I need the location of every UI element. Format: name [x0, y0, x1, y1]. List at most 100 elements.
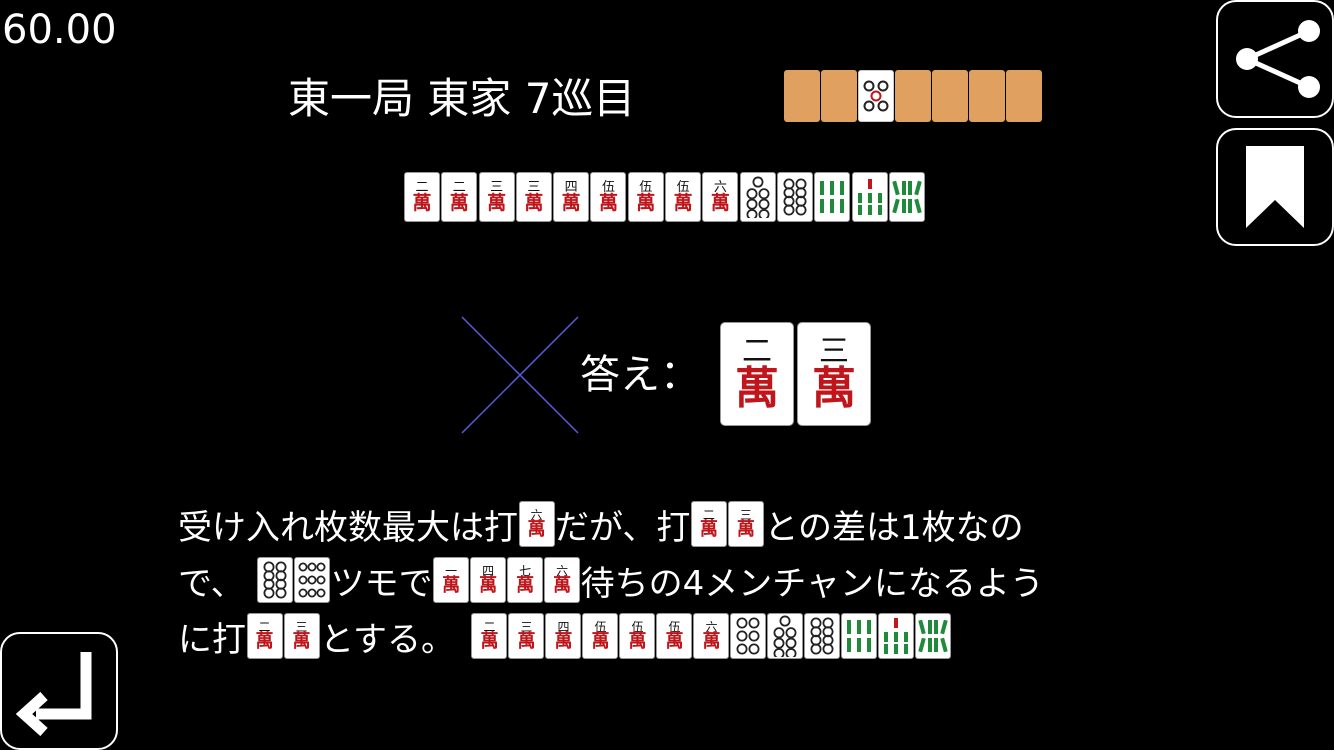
tile-back: [969, 70, 1005, 122]
tile-number: 六: [713, 180, 727, 195]
round-info: 東一局 東家 7巡目: [288, 74, 636, 123]
bamboo-icon: [857, 179, 882, 215]
tile-number: 三: [490, 180, 504, 195]
pin-8-tile: [776, 172, 813, 222]
man-tile: 三萬: [478, 172, 515, 222]
man-tile: 伍萬: [582, 613, 619, 659]
back-button[interactable]: [0, 632, 118, 750]
tile-suit: 萬: [487, 192, 507, 214]
tile-back: [1006, 70, 1042, 122]
tile-number: 四: [564, 180, 578, 195]
pin-8-tile: [804, 613, 841, 659]
tile-number: 二: [742, 334, 772, 369]
man-tile: 六萬: [702, 172, 739, 222]
tile-number: 伍: [601, 180, 615, 195]
tile-number: 三: [295, 620, 308, 634]
man-tile: 六萬: [693, 613, 730, 659]
tile-back: [932, 70, 968, 122]
bookmark-button[interactable]: [1216, 128, 1334, 246]
tile-number: 伍: [594, 620, 607, 634]
tile-suit: 萬: [412, 192, 432, 214]
tile-number: 伍: [639, 180, 653, 195]
man-tile: 伍萬: [627, 172, 664, 222]
timer: 60.00: [2, 7, 117, 53]
tile-suit: 萬: [517, 631, 536, 652]
man-tile: 三萬: [283, 613, 320, 659]
share-button[interactable]: [1216, 0, 1334, 118]
tile-number: 二: [415, 180, 429, 195]
pin-dots-icon: [298, 562, 326, 598]
tile-suit: 萬: [812, 363, 856, 414]
tile-back: [784, 70, 820, 122]
man-tile: 四萬: [470, 557, 507, 603]
man-tile: 三萬: [727, 501, 764, 547]
pin-dots-icon: [783, 178, 807, 216]
tile-suit: 萬: [292, 631, 311, 652]
tile-suit: 萬: [735, 363, 779, 414]
tile-suit: 萬: [527, 519, 546, 540]
man-tile: 二萬: [441, 172, 478, 222]
tile-number: 六: [705, 620, 718, 634]
return-arrow-icon: [15, 652, 92, 736]
bamboo-icon: [892, 180, 922, 214]
pin-9-tile: [294, 557, 331, 603]
tile-suit: 萬: [702, 631, 721, 652]
pin-8-tile: [257, 557, 294, 603]
man-tile: 二萬: [246, 613, 283, 659]
sou-6-tile: [841, 613, 878, 659]
man-tile: 四萬: [545, 613, 582, 659]
bamboo-icon: [847, 620, 872, 652]
tile-suit: 萬: [442, 575, 461, 596]
man-tile: 二萬: [690, 501, 727, 547]
man-tile: 七萬: [507, 557, 544, 603]
bamboo-icon: [884, 618, 909, 654]
tile-suit: 萬: [480, 631, 499, 652]
dora-tile: [858, 70, 894, 122]
tile-suit: 萬: [553, 575, 572, 596]
tile-suit: 萬: [479, 575, 498, 596]
tile-suit: 萬: [736, 519, 755, 540]
tile-number: 七: [519, 564, 532, 578]
man-tile: 伍萬: [590, 172, 627, 222]
pin-7-tile: [767, 613, 804, 659]
sou-8-tile: [915, 613, 952, 659]
tile-suit: 萬: [598, 192, 618, 214]
tile-number: 伍: [676, 180, 690, 195]
tile-suit: 萬: [591, 631, 610, 652]
pin-dots-icon: [810, 617, 834, 655]
explanation-line-1: 受け入れ枚数最大は打 六萬 だが、打 二萬 三萬 との差は1枚なの: [178, 496, 1168, 552]
tile-number: 四: [557, 620, 570, 634]
pin-dots-icon: [773, 615, 797, 657]
bookmark-icon: [1246, 146, 1304, 228]
dora-indicator: [784, 70, 1042, 122]
man-tile: 四萬: [553, 172, 590, 222]
man-tile: 二萬: [720, 322, 794, 426]
tile-number: 三: [739, 508, 752, 522]
man-tile: 三萬: [508, 613, 545, 659]
man-tile: 一萬: [433, 557, 470, 603]
tile-suit: 萬: [636, 192, 656, 214]
pin-dots-icon: [746, 176, 770, 218]
sou-7-tile: [878, 613, 915, 659]
tile-number: 二: [483, 620, 496, 634]
man-tile: 伍萬: [665, 172, 702, 222]
answer-label: 答え：: [580, 352, 700, 398]
tile-suit: 萬: [524, 192, 544, 214]
tile-number: 二: [702, 508, 715, 522]
man-tile: 伍萬: [656, 613, 693, 659]
pin-dots-icon: [263, 561, 287, 599]
tile-number: 六: [556, 564, 569, 578]
man-tile: 三萬: [797, 322, 871, 426]
answer-tiles: 二萬三萬: [720, 322, 874, 426]
man-tile: 三萬: [515, 172, 552, 222]
tile-number: 四: [482, 564, 495, 578]
bamboo-icon: [820, 181, 845, 213]
bamboo-icon: [918, 619, 949, 653]
sou-8-tile: [888, 172, 925, 222]
tile-suit: 萬: [516, 575, 535, 596]
sou-6-tile: [814, 172, 851, 222]
player-hand: 二萬二萬三萬三萬四萬伍萬伍萬伍萬六萬: [404, 172, 926, 222]
tile-number: 六: [530, 508, 543, 522]
tile-suit: 萬: [554, 631, 573, 652]
man-tile: 六萬: [544, 557, 581, 603]
